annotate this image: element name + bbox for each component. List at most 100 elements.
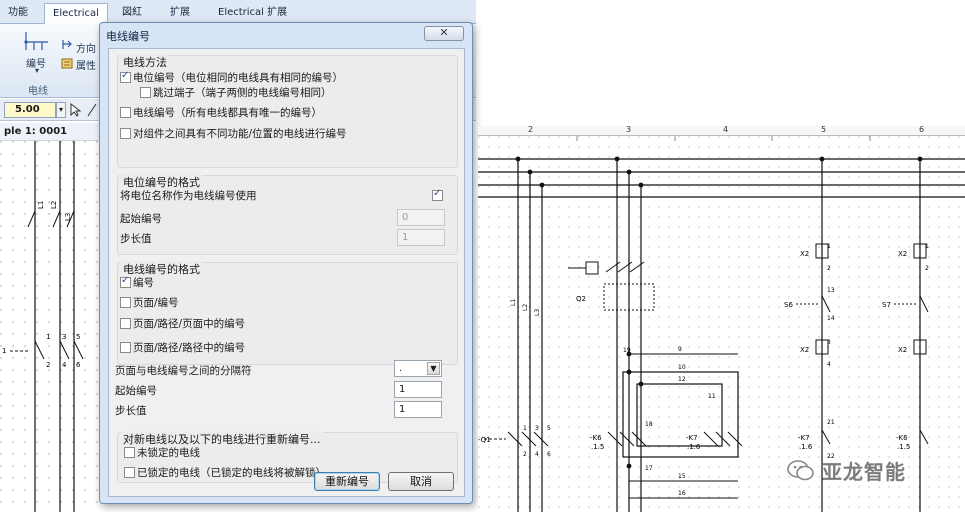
wire-label-x2c-2: 2 bbox=[925, 265, 929, 272]
pointer-icon[interactable] bbox=[68, 102, 82, 118]
left-wire-label-l3: L3 bbox=[64, 213, 72, 221]
direction-icon[interactable] bbox=[60, 38, 74, 52]
wire-label-x2a-2: 2 bbox=[827, 265, 831, 272]
left-schematic-drawing: L1 L2 L3 1 3 5 2 4 6 1 bbox=[0, 141, 100, 512]
unique-numbering-checkbox[interactable] bbox=[120, 107, 131, 118]
wire-label-16: 16 bbox=[678, 490, 686, 497]
x2a-label: X2 bbox=[800, 250, 809, 258]
use-potential-name-checkbox[interactable] bbox=[432, 188, 443, 201]
separator-value: . bbox=[399, 363, 403, 374]
left-schematic-canvas[interactable]: L1 L2 L3 1 3 5 2 4 6 1 bbox=[0, 141, 100, 512]
wire-format-title: 电线编号的格式 bbox=[121, 261, 202, 277]
format-path-wire-label: 页面/路径/路径中的编号 bbox=[133, 342, 246, 354]
ruler-column-2: 2 bbox=[528, 126, 534, 134]
format-page-number-checkbox[interactable] bbox=[120, 297, 131, 308]
potential-step-label: 步长值 bbox=[120, 233, 152, 245]
wire-label-9: 9 bbox=[678, 346, 682, 353]
wire-numbering-dialog: 电线编号 ✕ 电线方法 电位编号（电位相同的电线具有相同的编号） 跳过端子（端子… bbox=[99, 22, 473, 504]
properties-icon[interactable] bbox=[60, 56, 74, 70]
wire-label-x2a-1: 1 bbox=[827, 243, 831, 250]
line-tool-icon[interactable] bbox=[86, 102, 98, 121]
wire-label-l1: L1 bbox=[510, 299, 517, 306]
wire-label-15: 15 bbox=[678, 473, 686, 480]
wire-step-input[interactable]: 1 bbox=[394, 401, 442, 418]
left-contact-5: 5 bbox=[76, 333, 80, 341]
x2b-label: X2 bbox=[800, 346, 809, 354]
cancel-button[interactable]: 取消 bbox=[388, 472, 454, 491]
renumber-button[interactable]: 重新编号 bbox=[314, 472, 380, 491]
format-path-wire-option[interactable]: 页面/路径/路径中的编号 bbox=[120, 340, 245, 355]
wire-label-x2b-3: 3 bbox=[827, 339, 831, 346]
zoom-dropdown-icon[interactable]: ▾ bbox=[56, 102, 66, 118]
potential-numbering-option[interactable]: 电位编号（电位相同的电线具有相同的编号） bbox=[120, 70, 343, 85]
k7a-sub: .1.6 bbox=[687, 443, 701, 451]
ribbon-tab-bar: 功能 Electrical 図紅 扩展 Electrical 扩展 bbox=[0, 0, 476, 24]
q1-label: -Q1 bbox=[478, 436, 491, 444]
wire-label-c2: 2 bbox=[523, 451, 527, 458]
k7a-label: -K7 bbox=[686, 434, 698, 442]
wire-step-label: 步长值 bbox=[115, 405, 147, 417]
format-page-path-option[interactable]: 页面/路径/页面中的编号 bbox=[120, 316, 245, 331]
format-number-label: 编号 bbox=[133, 277, 154, 289]
wire-label-21: 21 bbox=[827, 419, 835, 426]
locked-wires-option[interactable]: 已锁定的电线（已锁定的电线将被解锁） bbox=[124, 465, 326, 480]
wire-start-input[interactable]: 1 bbox=[394, 381, 442, 398]
potential-format-group: 电位编号的格式 将电位名称作为电线编号使用 起始编号 0 步长值 1 bbox=[117, 174, 458, 255]
unique-numbering-label: 电线编号（所有电线都具有唯一的编号） bbox=[133, 107, 322, 119]
wire-number-icon[interactable] bbox=[22, 30, 52, 52]
wire-start-label: 起始编号 bbox=[115, 385, 157, 397]
properties-button[interactable]: 属性 bbox=[76, 61, 96, 72]
component-numbering-option[interactable]: 对组件之间具有不同功能/位置的电线进行编号 bbox=[120, 126, 347, 141]
wire-label-19: 19 bbox=[623, 347, 631, 354]
wire-label-c3: 3 bbox=[535, 425, 539, 432]
direction-button[interactable]: 方向 bbox=[76, 44, 96, 55]
number-button-label[interactable]: 编号 bbox=[26, 59, 46, 70]
wire-label-18: 18 bbox=[645, 421, 653, 428]
wire-label-c1: 1 bbox=[523, 425, 527, 432]
potential-start-input[interactable]: 0 bbox=[397, 209, 445, 226]
unique-numbering-option[interactable]: 电线编号（所有电线都具有唯一的编号） bbox=[120, 105, 322, 120]
right-schematic-view[interactable]: 2 3 4 5 6 bbox=[478, 126, 965, 512]
separator-select[interactable]: . ▼ bbox=[394, 360, 442, 377]
left-wire-label-l2: L2 bbox=[50, 201, 58, 209]
wire-label-11: 11 bbox=[708, 393, 716, 400]
wire-method-title: 电线方法 bbox=[121, 54, 169, 70]
zoom-input[interactable]: 5.00 bbox=[4, 102, 56, 118]
wire-label-10: 10 bbox=[678, 364, 686, 371]
format-number-option[interactable]: 编号 bbox=[120, 275, 154, 290]
left-contact-6: 6 bbox=[76, 361, 81, 369]
component-numbering-label: 对组件之间具有不同功能/位置的电线进行编号 bbox=[133, 128, 347, 140]
potential-numbering-label: 电位编号（电位相同的电线具有相同的编号） bbox=[133, 72, 343, 84]
tab-electrical-extensions[interactable]: Electrical 扩展 bbox=[218, 7, 288, 18]
skip-terminals-checkbox[interactable] bbox=[140, 87, 151, 98]
tab-circle[interactable]: 図紅 bbox=[122, 7, 142, 18]
ribbon-group-label: 电线 bbox=[28, 86, 48, 97]
format-page-number-label: 页面/编号 bbox=[133, 297, 179, 309]
potential-numbering-checkbox[interactable] bbox=[120, 70, 131, 83]
watermark-text: 亚龙智能 bbox=[822, 459, 906, 484]
tab-functions[interactable]: 功能 bbox=[8, 7, 28, 18]
renumber-title: 对新电线以及以下的电线进行重新编号... bbox=[121, 431, 323, 447]
close-icon[interactable]: ✕ bbox=[424, 26, 464, 41]
format-page-path-checkbox[interactable] bbox=[120, 318, 131, 329]
tab-extensions[interactable]: 扩展 bbox=[170, 7, 190, 18]
tab-electrical[interactable]: Electrical bbox=[44, 3, 108, 24]
wire-label-13: 13 bbox=[827, 287, 835, 294]
left-contact-4: 4 bbox=[62, 361, 67, 369]
potential-step-input[interactable]: 1 bbox=[397, 229, 445, 246]
wire-label-l3: L3 bbox=[534, 309, 541, 316]
sheet-name: ple 1: 0001 bbox=[0, 123, 100, 141]
ruler-column-3: 3 bbox=[626, 126, 632, 134]
k6a-sub: .1.5 bbox=[591, 443, 604, 451]
format-number-checkbox[interactable] bbox=[120, 275, 131, 288]
component-numbering-checkbox[interactable] bbox=[120, 128, 131, 139]
unlocked-wires-checkbox[interactable] bbox=[124, 447, 135, 458]
unlocked-wires-option[interactable]: 未锁定的电线 bbox=[124, 445, 200, 460]
locked-wires-checkbox[interactable] bbox=[124, 467, 135, 478]
format-path-wire-checkbox[interactable] bbox=[120, 342, 131, 353]
skip-terminals-option[interactable]: 跳过端子（端子两侧的电线编号相同） bbox=[140, 85, 332, 100]
chevron-down-icon[interactable]: ▼ bbox=[427, 362, 440, 375]
use-potential-name-label: 将电位名称作为电线编号使用 bbox=[120, 190, 257, 202]
format-page-number-option[interactable]: 页面/编号 bbox=[120, 295, 179, 310]
number-dropdown-icon[interactable]: ▾ bbox=[35, 66, 40, 75]
